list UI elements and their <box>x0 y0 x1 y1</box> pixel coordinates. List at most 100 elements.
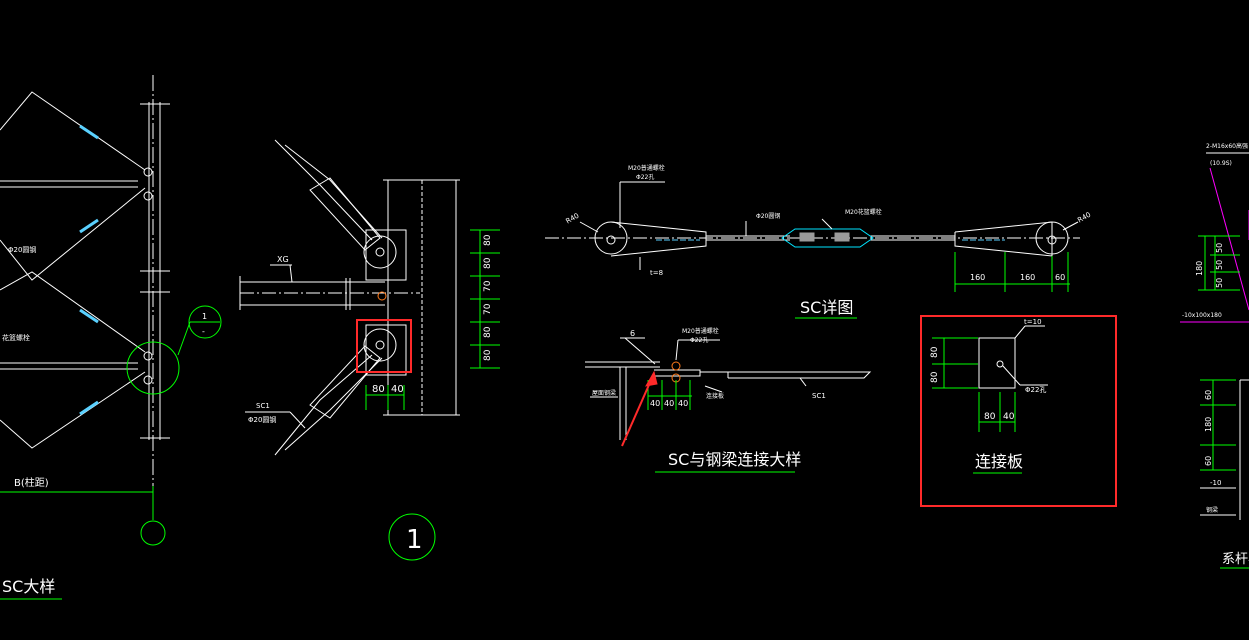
section-mark-top: 1 <box>202 312 207 321</box>
brace-upper-a <box>0 91 146 171</box>
section-number-circle <box>388 513 436 561</box>
dim-text: 80 <box>372 384 385 395</box>
span-dimension-text: B(柱距) <box>14 476 49 489</box>
dim-text: 80 <box>483 349 493 361</box>
bolt-hole <box>375 340 385 350</box>
connection-detail-drawing <box>585 337 872 473</box>
rod-end-plate-lower <box>309 345 381 419</box>
end-hole-left <box>606 235 616 245</box>
diagonal-rod-lower-b <box>284 357 383 451</box>
dim-text: 60 <box>1204 390 1213 400</box>
section-mark-circle <box>188 305 222 339</box>
beam-label: 屋面钢梁 <box>592 389 616 397</box>
hole-note: Φ22孔 <box>690 336 708 344</box>
bolt-hole <box>375 247 385 257</box>
turnbuckle-mark <box>79 400 99 416</box>
drawing-title-sc-overview: SC大样 <box>2 577 55 596</box>
grade-note: (10.9S) <box>1210 160 1232 167</box>
turnbuckle-nut <box>834 232 850 242</box>
bolt-note: M20普通螺栓 <box>682 327 719 335</box>
rod-label-upper: Φ20圆钢 <box>8 245 36 254</box>
turnbuckle-mark <box>79 218 99 234</box>
rod-end-plate-upper <box>309 177 381 251</box>
dim-text: 80 <box>483 234 493 246</box>
drawing-title-partial: 系杆与 <box>1222 552 1249 567</box>
turnbuckle-leader <box>821 218 833 230</box>
dim-text: 160 <box>1020 273 1035 282</box>
radius-leader-right <box>1062 221 1079 231</box>
section-number: 1 <box>406 525 423 555</box>
bolt-note: 2-M16x60高强 <box>1206 142 1248 150</box>
beam-note: 钢梁 <box>1206 506 1218 514</box>
diagonal-rod-upper-b <box>284 144 383 239</box>
plate-hole-note: Φ22孔 <box>1025 386 1046 394</box>
end-hole-right <box>1047 235 1057 245</box>
dim-text: 180 <box>1204 417 1213 432</box>
plate-hole <box>996 360 1004 368</box>
rod-label-lower: 花篮螺栓 <box>2 333 30 342</box>
sc-overview-drawing <box>0 75 222 600</box>
radius-leader-left <box>579 221 599 233</box>
rod-note: Φ20圆钢 <box>756 212 780 220</box>
right-partial-drawing <box>1180 152 1249 569</box>
rod-spec: Φ20圆钢 <box>248 415 276 424</box>
rod-label: SC1 <box>812 392 826 400</box>
thickness-leader <box>1014 325 1026 339</box>
plate-detail-drawing <box>920 315 1117 507</box>
beam-leader <box>289 264 293 283</box>
dim-text: 70 <box>483 303 493 315</box>
magenta-edge <box>1209 167 1249 311</box>
dim-text: 40 <box>664 399 674 408</box>
drawing-title-sc-detail: SC详图 <box>800 298 853 317</box>
turnbuckle-body <box>781 228 874 248</box>
vertical-dim-texts: 80 80 70 70 80 80 <box>483 234 493 361</box>
thickness-note: t=8 <box>650 269 663 277</box>
bolt-leader <box>675 339 679 361</box>
dim-text: 50 <box>1215 278 1224 288</box>
brace-upper-b <box>0 187 146 281</box>
drawing-title-connection: SC与钢梁连接大样 <box>668 450 801 469</box>
grid-axis-bubble <box>140 520 166 546</box>
section-1-drawing <box>239 139 500 561</box>
dim-text: 80 <box>930 346 940 358</box>
dim-text: 40 <box>650 399 660 408</box>
detail-callout-circle <box>126 341 180 395</box>
dim-text: 160 <box>970 273 985 282</box>
hole-note-bolt: M20普通螺栓 <box>628 164 665 172</box>
bolt-circle <box>143 351 153 361</box>
bolt-circle-orange <box>377 291 387 301</box>
dim-text: 60 <box>1204 456 1213 466</box>
highlight-box-plate <box>920 315 1117 507</box>
bolt-circle-orange <box>671 361 681 371</box>
dim-text: 80 <box>483 257 493 269</box>
rod-leader <box>289 411 306 429</box>
bolt-circle <box>143 167 153 177</box>
turnbuckle-nut <box>799 232 815 242</box>
weld-leader <box>624 337 656 365</box>
beam-label: XG <box>277 255 289 264</box>
dim-text: 70 <box>483 280 493 292</box>
rod-leader <box>799 377 807 387</box>
rod-flat-end <box>700 371 872 379</box>
diagonal-rod-upper-a <box>274 139 373 241</box>
dim-text: 50 <box>1215 243 1224 253</box>
turnbuckle-note: M20花篮螺栓 <box>845 208 882 216</box>
plate-label: 连接板 <box>706 392 724 400</box>
red-arrow-head <box>645 370 658 387</box>
brace-lower-a <box>0 271 146 353</box>
gusset-plate-upper <box>365 229 407 281</box>
dim-text: 180 <box>1195 261 1204 276</box>
red-pointer-arrow <box>621 377 653 447</box>
dim-text: 80 <box>930 371 940 383</box>
dim-text: 50 <box>1215 260 1224 270</box>
diagonal-rod-lower-a <box>274 354 373 456</box>
plate-rounded-end <box>363 328 397 362</box>
drawing-title-plate: 连接板 <box>975 452 1023 471</box>
dim-text: 60 <box>1055 273 1065 282</box>
section-mark-bottom: - <box>202 327 205 336</box>
connection-plate-outline <box>978 337 1016 389</box>
turnbuckle-mark <box>79 308 99 324</box>
callout-leader <box>177 321 191 356</box>
